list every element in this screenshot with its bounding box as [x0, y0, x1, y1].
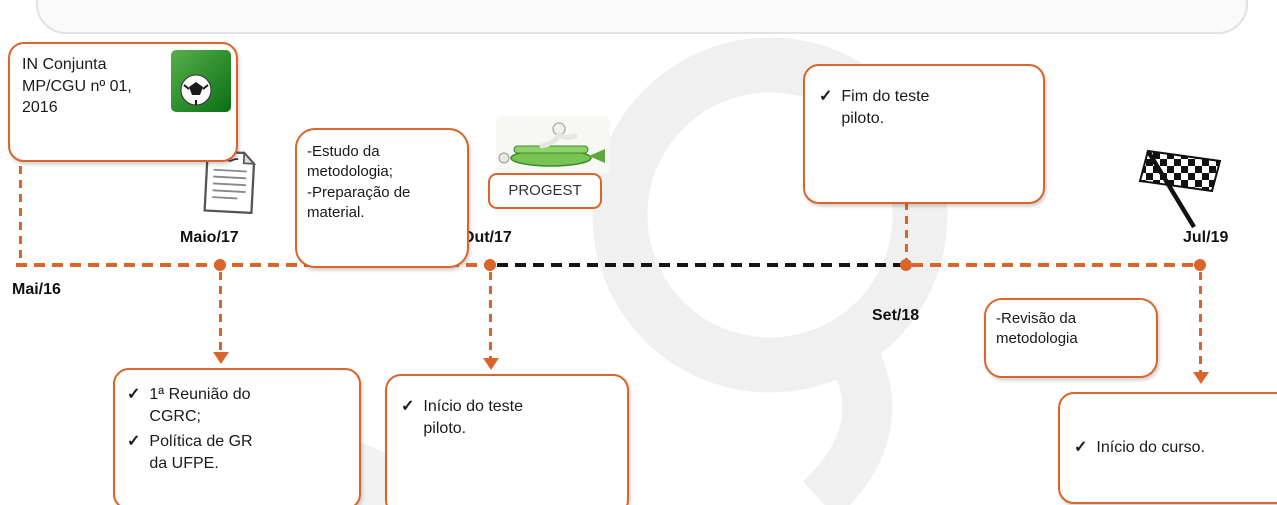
estudo-text: -Estudo da metodologia; -Preparação de m… [307, 143, 411, 221]
check-icon: ✓ [127, 433, 141, 451]
slide-top-decoration [36, 0, 1248, 34]
callout-fim-teste: ✓ Fim do teste piloto. [803, 64, 1045, 204]
arrowhead-down-out17 [483, 358, 499, 370]
arrowhead-down-jul19 [1193, 372, 1209, 384]
check-icon: ✓ [819, 88, 833, 105]
connector-mai16 [19, 152, 22, 262]
inicio-curso-text: Início do curso. [1096, 439, 1205, 457]
in-conjunta-text: IN Conjunta MP/CGU nº 01, 2016 [22, 56, 132, 117]
milestone-dot-set18 [900, 259, 912, 271]
connector-set18 [905, 174, 908, 260]
reuniao-item-2: Política de GR da UFPE. [149, 433, 253, 472]
date-label-jul19: Jul/19 [1183, 229, 1229, 246]
date-label-out17: Out/17 [462, 229, 512, 246]
progest-label: PROGEST [508, 181, 582, 199]
callout-revisao: -Revisão da metodologia [984, 298, 1158, 378]
timeline-segment-black [497, 263, 901, 267]
check-icon: ✓ [127, 386, 141, 403]
connector-out17 [489, 272, 492, 360]
callout-inicio-curso: ✓ Início do curso. [1058, 392, 1277, 504]
check-icon: ✓ [401, 398, 415, 415]
milestone-dot-jul19 [1194, 259, 1206, 271]
arrowhead-down-maio17 [213, 352, 229, 364]
timeline-segment-orange-right [912, 263, 1204, 267]
date-label-mai16: Mai/16 [12, 281, 61, 298]
connector-jul19 [1199, 272, 1202, 374]
reuniao-item-1: 1ª Reunião do CGRC; [149, 386, 251, 425]
milestone-dot-out17 [484, 259, 496, 271]
revisao-text: -Revisão da metodologia [996, 310, 1078, 348]
callout-estudo-metodologia: -Estudo da metodologia; -Preparação de m… [295, 128, 469, 268]
callout-inicio-teste: ✓ Início do teste piloto. [385, 374, 629, 505]
toy-plane-icon [496, 116, 610, 174]
date-label-maio17: Maio/17 [180, 229, 239, 246]
callout-reuniao-cgrc: ✓ 1ª Reunião do CGRC; ✓ Política de GR d… [113, 368, 361, 505]
connector-maio17 [219, 272, 222, 354]
inicio-teste-text: Início do teste piloto. [423, 398, 524, 437]
progest-tag: PROGEST [488, 173, 602, 209]
soccer-ball-icon [171, 50, 231, 112]
check-icon: ✓ [1074, 439, 1088, 457]
checkered-flag-icon [1138, 149, 1222, 229]
milestone-dot-maio17 [214, 259, 226, 271]
timeline-segment-orange-left [16, 263, 486, 267]
callout-in-conjunta: IN Conjunta MP/CGU nº 01, 2016 [8, 42, 238, 162]
document-icon [203, 150, 257, 214]
date-label-set18: Set/18 [872, 307, 920, 324]
fim-teste-text: Fim do teste piloto. [841, 88, 930, 127]
